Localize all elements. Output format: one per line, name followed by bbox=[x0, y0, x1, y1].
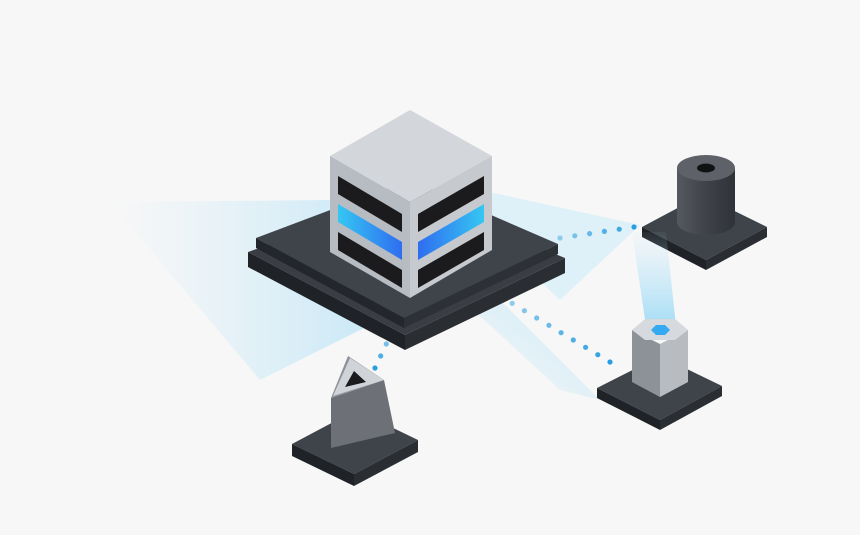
triangle-node bbox=[292, 356, 418, 486]
hexagon-pad-edge-right bbox=[660, 386, 722, 430]
link-dot-server-hexagon bbox=[595, 352, 601, 358]
server-slot-left-1 bbox=[338, 176, 402, 232]
cylinder-pad-edge-right bbox=[706, 227, 767, 270]
triangle-hole bbox=[345, 371, 366, 387]
link-dot-server-triangle bbox=[372, 365, 378, 371]
hexagon-light bbox=[651, 325, 670, 335]
link-dot-server-cylinder bbox=[557, 235, 563, 241]
link-dot-server-hexagon bbox=[558, 330, 564, 336]
link-dot-server-triangle bbox=[383, 341, 389, 347]
cylinder-hole bbox=[697, 163, 715, 173]
hexagon-beam bbox=[632, 232, 676, 326]
link-dot-server-cylinder bbox=[601, 228, 608, 234]
hexagon-pad-edge-left bbox=[597, 388, 660, 430]
hexagon-node bbox=[597, 319, 722, 430]
link-dot-server-cylinder bbox=[616, 226, 622, 232]
triangle-pad-edge-right bbox=[354, 440, 418, 486]
cylinder-body bbox=[677, 168, 735, 235]
triangle-body-front bbox=[331, 380, 395, 448]
link-dot-server-cylinder bbox=[631, 224, 637, 230]
server-pad-edge bbox=[256, 238, 404, 328]
link-dot-server-hexagon bbox=[570, 337, 576, 343]
link-dot-server-hexagon bbox=[534, 315, 540, 321]
hexagon-body-left bbox=[632, 330, 660, 397]
link-dot-server-hexagon bbox=[521, 308, 528, 314]
link-dot-server-hexagon bbox=[546, 322, 552, 328]
link-dot-server-cylinder bbox=[572, 233, 578, 239]
server-slot-left-3 bbox=[338, 232, 402, 288]
server-slot-left-2 bbox=[338, 204, 402, 260]
server-slab-edge bbox=[248, 252, 405, 350]
hexagon-body-right bbox=[660, 330, 688, 397]
cylinder-node bbox=[642, 155, 767, 270]
link-dot-server-hexagon bbox=[607, 359, 613, 365]
server-slot-right-3 bbox=[418, 232, 484, 288]
server-slab-edge-right bbox=[405, 258, 565, 350]
link-dot-server-hexagon bbox=[583, 344, 589, 350]
link-dot-server-cylinder bbox=[587, 231, 593, 237]
server-cube-top bbox=[330, 110, 492, 202]
server-slot-right-2 bbox=[418, 204, 484, 260]
link-dot-server-triangle bbox=[378, 353, 384, 359]
server-slot-right-1 bbox=[418, 176, 484, 232]
triangle-pad-edge-left bbox=[292, 444, 354, 486]
link-dot-server-hexagon bbox=[509, 300, 515, 306]
server-node bbox=[248, 110, 565, 350]
server-pad-edge-right bbox=[404, 244, 558, 328]
